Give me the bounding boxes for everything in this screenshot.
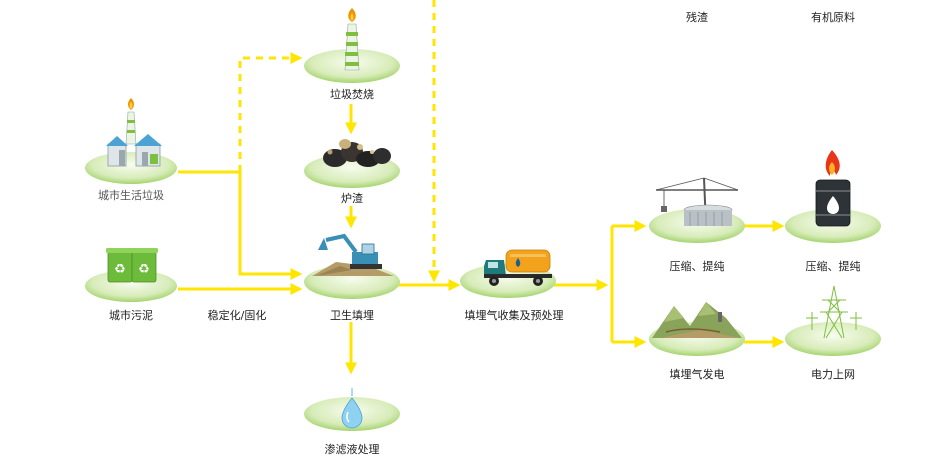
stabilization-label: 稳定化/固化 xyxy=(207,309,267,322)
landfill-label: 卫生填埋 xyxy=(330,309,374,322)
svg-text:♻: ♻ xyxy=(114,262,126,277)
slag-pile-icon xyxy=(323,139,391,167)
gas-power-label: 填埋气发电 xyxy=(669,368,725,381)
tanker-truck-icon xyxy=(484,249,552,286)
svg-text:♻: ♻ xyxy=(138,262,150,277)
compression-left-label: 压缩、提纯 xyxy=(669,260,725,273)
connectors xyxy=(178,0,785,375)
recycle-bins-icon: ♻ ♻ xyxy=(106,248,158,283)
waste-plant-icon xyxy=(106,98,162,167)
city-waste-label: 城市生活垃圾 xyxy=(98,189,164,202)
chimney-icon xyxy=(344,8,360,71)
landfill-mountain-icon xyxy=(652,302,742,338)
power-tower-icon xyxy=(806,285,862,339)
incineration-label: 垃圾焚烧 xyxy=(330,88,374,101)
top-residue-label: 残渣 xyxy=(686,11,708,24)
gas-collection-label: 填埋气收集及预处理 xyxy=(464,309,564,322)
arrow-city-waste-to-incineration-dashed xyxy=(238,52,303,172)
leachate-label: 渗滤液处理 xyxy=(324,443,380,456)
excavator-icon xyxy=(312,233,394,276)
water-drop-icon xyxy=(341,388,363,429)
arrow-city-waste-to-landfill xyxy=(178,170,303,280)
platform-city-waste xyxy=(85,152,177,184)
slag-label: 炉渣 xyxy=(341,192,363,205)
platform-grid xyxy=(785,322,881,356)
top-raw-material-label: 有机原料 xyxy=(811,11,855,24)
compression-right-label: 压缩、提纯 xyxy=(805,260,861,273)
grid-label: 电力上网 xyxy=(811,368,855,381)
crane-tank-icon xyxy=(655,177,739,227)
oil-barrel-icon xyxy=(815,150,851,227)
platforms xyxy=(85,49,881,431)
sludge-label: 城市污泥 xyxy=(109,309,153,322)
